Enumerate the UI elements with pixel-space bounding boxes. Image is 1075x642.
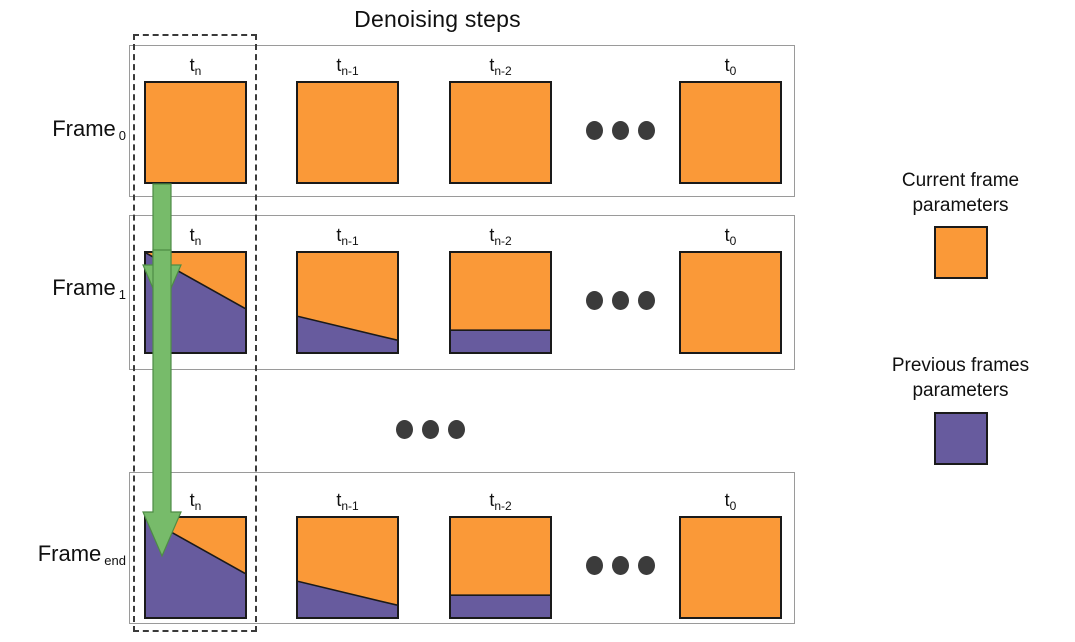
step-label-rowend-tn2-text: t: [489, 490, 495, 510]
cell-rowend-tn2-fill: [451, 518, 550, 617]
step-label-row1-tn2-subscript: n-2: [494, 234, 512, 248]
cell-row1-tn2[interactable]: [449, 251, 552, 354]
step-label-row1-t0-text: t: [724, 225, 730, 245]
step-label-row0-tn1-subscript: n-1: [341, 64, 359, 78]
cell-rowend-tn[interactable]: [144, 516, 247, 619]
legend-previous-frames-line1: Previous frames: [891, 355, 1030, 376]
row-label-frame-end-subscript: end: [104, 553, 126, 568]
cell-rowend-tn-fill: [146, 518, 245, 617]
cell-row1-tn-fill: [146, 253, 245, 352]
row-label-frame-0-subscript: 0: [118, 128, 126, 143]
ellipsis-dot: [396, 420, 413, 439]
step-label-rowend-tn: tn: [144, 490, 247, 513]
step-label-rowend-tn-subscript: n: [194, 499, 202, 513]
cell-row0-tn1[interactable]: [296, 81, 399, 184]
row-label-frame-1-subscript: 1: [118, 287, 126, 302]
ellipsis-dot: [638, 121, 655, 140]
step-label-rowend-tn2-subscript: n-2: [494, 499, 512, 513]
row-label-frame-1-text: Frame: [52, 275, 116, 300]
cell-rowend-tn1[interactable]: [296, 516, 399, 619]
cell-row0-tn2-fill: [451, 83, 550, 182]
step-label-row1-t0-subscript: 0: [729, 234, 737, 248]
step-label-rowend-tn1: tn-1: [296, 490, 399, 513]
ellipsis-dot: [586, 556, 603, 575]
ellipsis-dot: [638, 556, 655, 575]
step-label-row0-tn2-text: t: [489, 55, 495, 75]
step-label-row1-tn1: tn-1: [296, 225, 399, 248]
legend-current-frame-swatch: [934, 226, 988, 279]
legend-current-frame-line1: Current frame: [901, 170, 1020, 191]
step-label-row1-tn-text: t: [189, 225, 195, 245]
cell-row0-tn1-fill: [298, 83, 397, 182]
step-label-row0-tn1-text: t: [336, 55, 342, 75]
step-label-rowend-tn1-subscript: n-1: [341, 499, 359, 513]
cell-rowend-tn1-fill: [298, 518, 397, 617]
ellipsis-dot: [612, 291, 629, 310]
step-label-row1-tn: tn: [144, 225, 247, 248]
ellipsis-dot: [612, 121, 629, 140]
cell-row0-tn2[interactable]: [449, 81, 552, 184]
step-label-row0-tn2-subscript: n-2: [494, 64, 512, 78]
cell-row1-tn1-fill: [298, 253, 397, 352]
ellipsis-dot: [448, 420, 465, 439]
cell-row0-tn-fill: [146, 83, 245, 182]
step-label-rowend-t0-subscript: 0: [729, 499, 737, 513]
row-label-frame-end-text: Frame: [37, 541, 102, 566]
step-label-row0-tn-text: t: [189, 55, 195, 75]
step-label-row1-t0: t0: [679, 225, 782, 248]
cell-rowend-tn2[interactable]: [449, 516, 552, 619]
cell-row1-tn2-fill: [451, 253, 550, 352]
legend-previous-frames-swatch: [934, 412, 988, 465]
ellipsis-dot: [422, 420, 439, 439]
step-label-row0-t0: t0: [679, 55, 782, 78]
row-label-frame-0-text: Frame: [52, 116, 116, 141]
rowend-ellipsis: [586, 556, 655, 575]
step-label-row0-t0-text: t: [724, 55, 730, 75]
step-label-row0-tn-subscript: n: [194, 64, 202, 78]
ellipsis-dot: [586, 121, 603, 140]
row1-ellipsis: [586, 291, 655, 310]
step-label-row0-tn: tn: [144, 55, 247, 78]
rows-vertical-ellipsis: [396, 420, 465, 439]
tn-column-highlight: [133, 34, 257, 632]
legend-current-frame-label: Current frame parameters: [858, 168, 1063, 218]
step-label-row1-tn1-subscript: n-1: [341, 234, 359, 248]
cell-rowend-t0-fill: [681, 518, 780, 617]
ellipsis-dot: [612, 556, 629, 575]
step-label-rowend-tn2: tn-2: [449, 490, 552, 513]
cell-row0-tn[interactable]: [144, 81, 247, 184]
legend-previous-frames-label: Previous frames parameters: [858, 353, 1063, 403]
step-label-rowend-t0: t0: [679, 490, 782, 513]
step-label-row0-tn1: tn-1: [296, 55, 399, 78]
step-label-row0-t0-subscript: 0: [729, 64, 737, 78]
step-label-row1-tn2-text: t: [489, 225, 495, 245]
ellipsis-dot: [586, 291, 603, 310]
legend-current-frame-line2: parameters: [912, 195, 1009, 216]
row0-ellipsis: [586, 121, 655, 140]
cell-row0-t0-fill: [681, 83, 780, 182]
cell-row1-t0-fill: [681, 253, 780, 352]
cell-rowend-t0[interactable]: [679, 516, 782, 619]
step-label-rowend-tn-text: t: [189, 490, 195, 510]
step-label-row1-tn1-text: t: [336, 225, 342, 245]
ellipsis-dot: [638, 291, 655, 310]
cell-row1-t0[interactable]: [679, 251, 782, 354]
step-label-row0-tn2: tn-2: [449, 55, 552, 78]
cell-row1-tn[interactable]: [144, 251, 247, 354]
cell-row1-tn1[interactable]: [296, 251, 399, 354]
step-label-row1-tn-subscript: n: [194, 234, 202, 248]
step-label-rowend-tn1-text: t: [336, 490, 342, 510]
cell-row0-t0[interactable]: [679, 81, 782, 184]
page-title: Denoising steps: [354, 6, 521, 32]
legend-previous-frames-line2: parameters: [912, 380, 1009, 401]
step-label-rowend-t0-text: t: [724, 490, 730, 510]
step-label-row1-tn2: tn-2: [449, 225, 552, 248]
